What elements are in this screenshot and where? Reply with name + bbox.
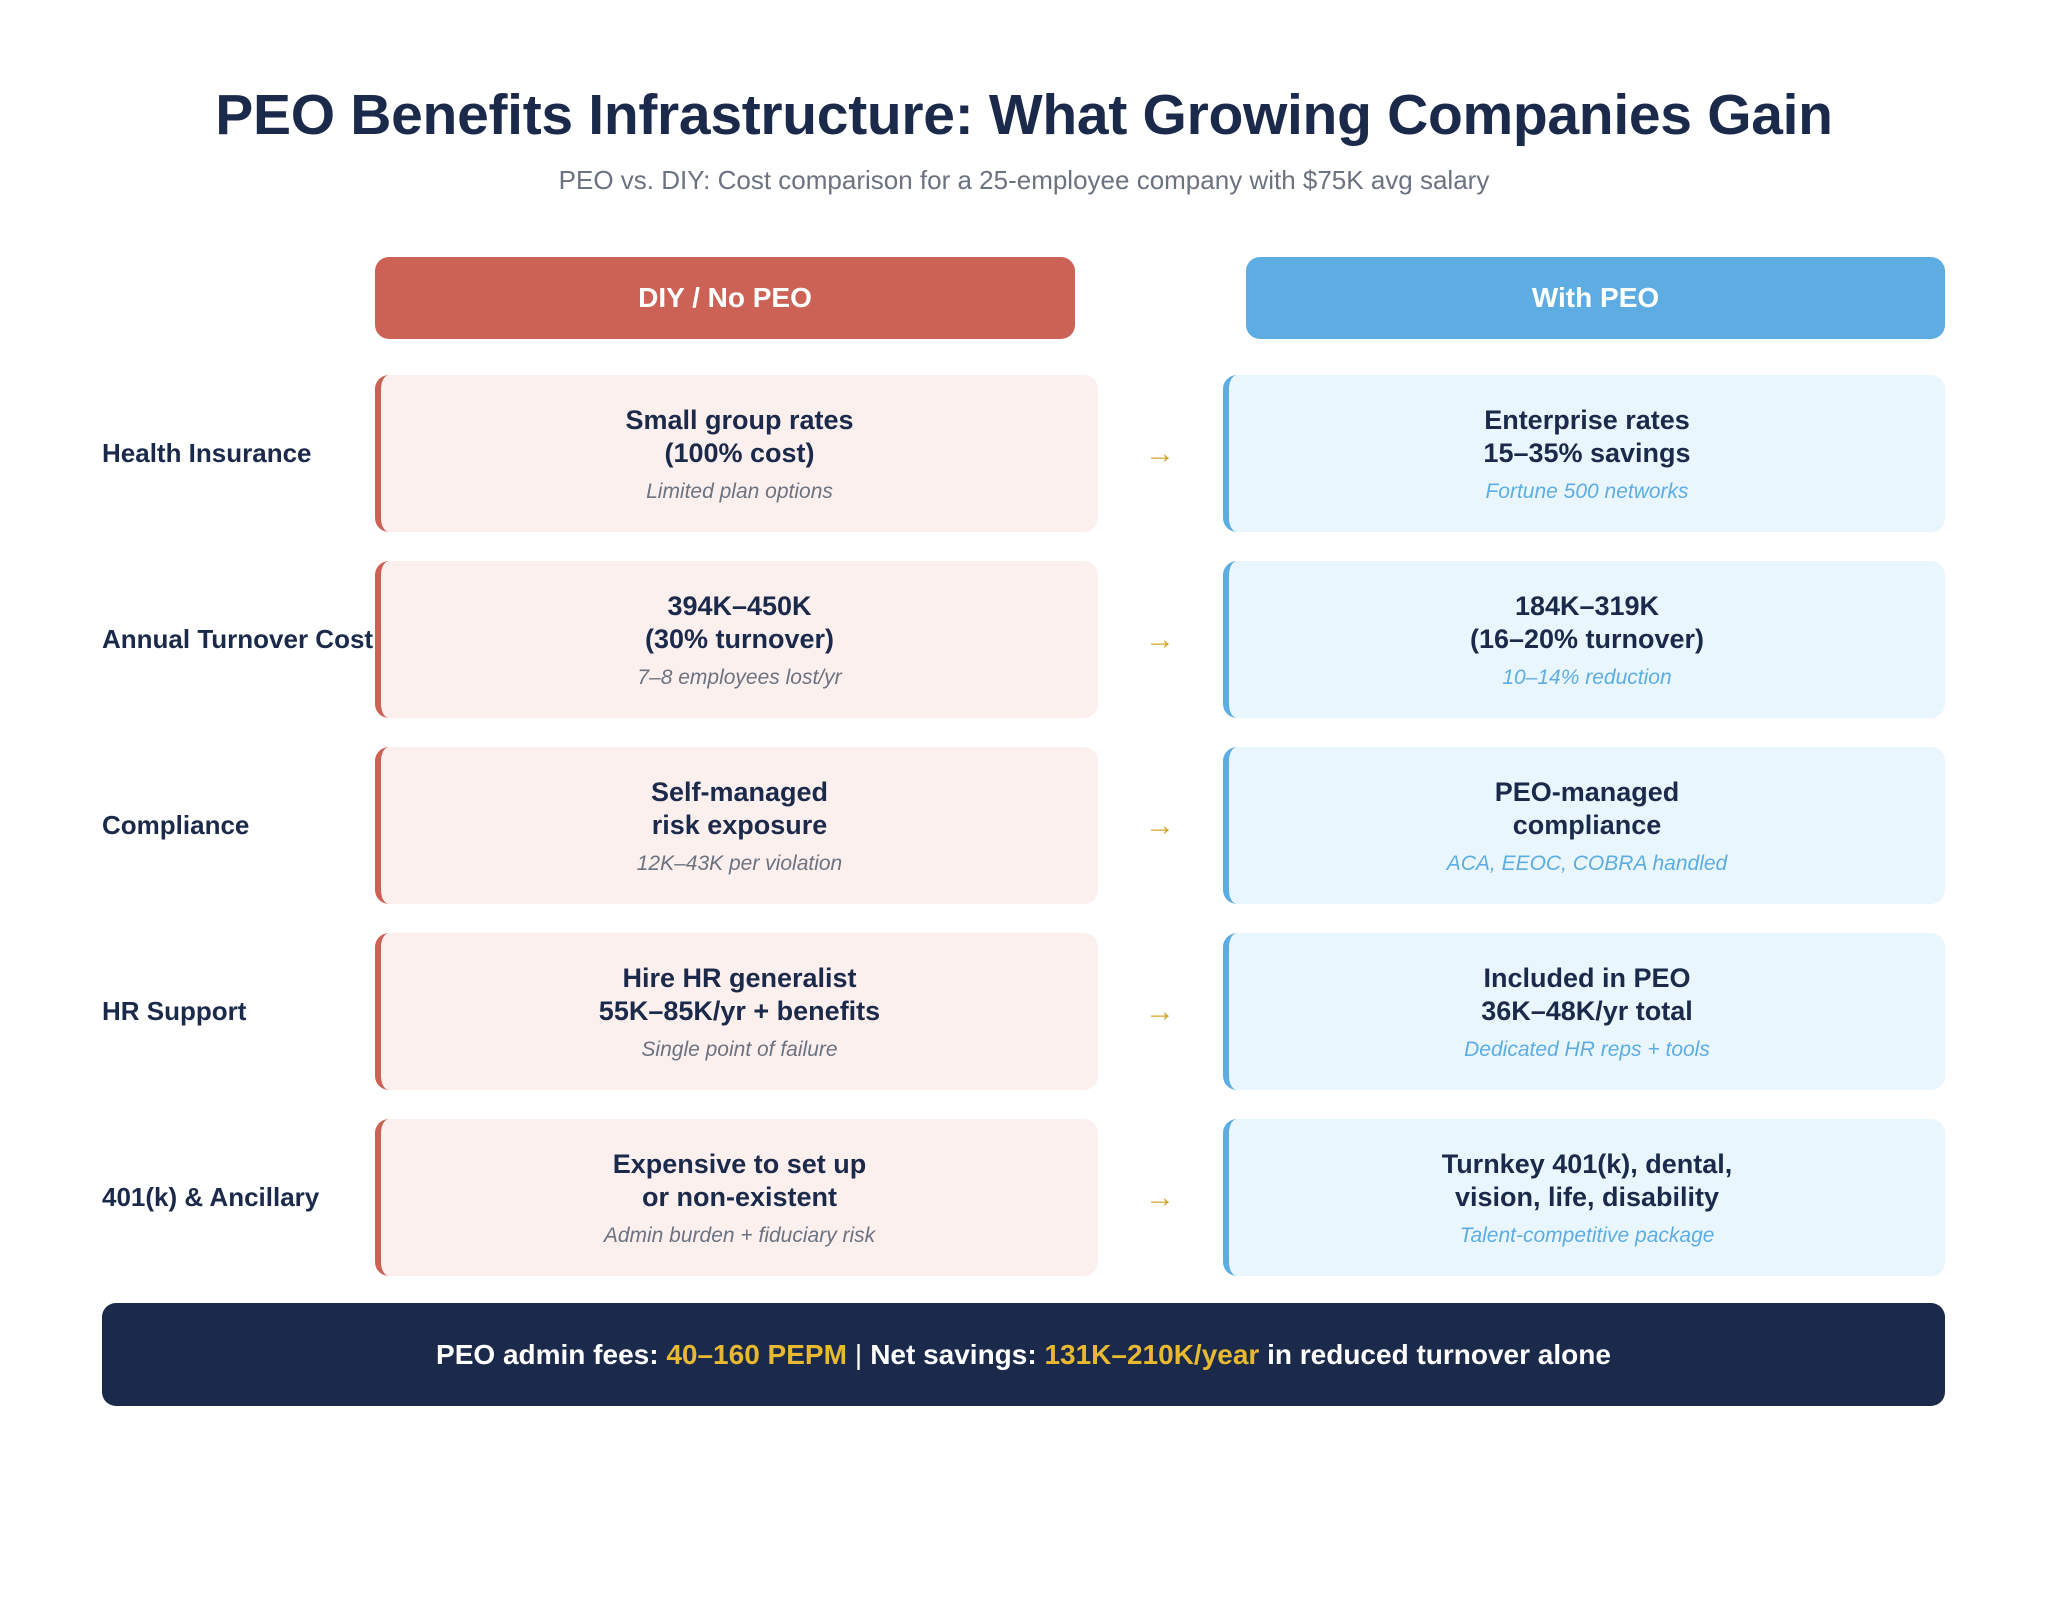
savings-suffix: in reduced turnover alone (1259, 1338, 1611, 1370)
row-label-compliance: Compliance (102, 810, 250, 840)
card-note: 10–14% reduction (1502, 665, 1672, 689)
right-arrow-icon: → (1145, 994, 1175, 1028)
right-arrow-icon: → (1145, 436, 1175, 470)
peo-card-compliance: PEO-managed compliance ACA, EEOC, COBRA … (1223, 747, 1945, 904)
card-main-line-2: risk exposure (651, 809, 828, 840)
card-main-line-1: Hire HR generalist (622, 962, 857, 993)
card-main-line-1: Enterprise rates (1484, 404, 1690, 435)
separator: | (854, 1338, 863, 1370)
card-main-line-1: Self-managed (650, 776, 829, 807)
admin-fees-value: 40–160 PEPM (666, 1338, 847, 1370)
card-main-line-1: 184K–319K (1514, 590, 1660, 621)
card-main-line-1: PEO-managed (1494, 776, 1680, 807)
card-note: Fortune 500 networks (1485, 479, 1689, 503)
card-main-line-1: 394K–450K (667, 590, 812, 621)
card-note: 7–8 employees lost/yr (637, 665, 842, 689)
card-main-line-1: Small group rates (625, 404, 854, 435)
row-label-health-insurance: Health Insurance (102, 438, 312, 468)
card-main-line-2: 55K–85K/yr + benefits (598, 995, 881, 1026)
card-main-line-2: (30% turnover) (644, 623, 835, 654)
card-main-line-2: or non-existent (641, 1181, 837, 1212)
column-header-diy: DIY / No PEO (375, 257, 1075, 339)
row-label-401k-ancillary: 401(k) & Ancillary (102, 1182, 320, 1212)
card-main-line-1: Turnkey 401(k), dental, (1441, 1148, 1733, 1179)
net-savings-value: 131K–210K/year (1044, 1338, 1260, 1370)
diy-card-health-insurance: Small group rates (100% cost) Limited pl… (375, 375, 1098, 532)
column-header-peo: With PEO (1246, 257, 1945, 339)
card-note: Single point of failure (641, 1037, 838, 1061)
peo-card-health-insurance: Enterprise rates 15–35% savings Fortune … (1223, 375, 1945, 532)
card-note: Dedicated HR reps + tools (1464, 1037, 1710, 1061)
card-main-line-2: (100% cost) (664, 437, 815, 468)
diy-card-hr-support: Hire HR generalist 55K–85K/yr + benefits… (375, 933, 1098, 1090)
card-main-line-2: 36K–48K/yr total (1481, 995, 1693, 1026)
diy-card-annual-turnover-cost: 394K–450K (30% turnover) 7–8 employees l… (375, 561, 1098, 718)
card-note: Talent-competitive package (1459, 1223, 1715, 1247)
page-title: PEO Benefits Infrastructure: What Growin… (215, 83, 1833, 147)
card-note: 12K–43K per violation (636, 851, 843, 875)
right-arrow-icon: → (1145, 808, 1175, 842)
card-note: Admin burden + fiduciary risk (603, 1223, 876, 1247)
peo-card-hr-support: Included in PEO 36K–48K/yr total Dedicat… (1223, 933, 1945, 1090)
card-main-line-2: compliance (1512, 809, 1662, 840)
card-note: ACA, EEOC, COBRA handled (1446, 851, 1728, 875)
diy-card-401k-ancillary: Expensive to set up or non-existent Admi… (375, 1119, 1098, 1276)
diy-card-compliance: Self-managed risk exposure 12K–43K per v… (375, 747, 1098, 904)
right-arrow-icon: → (1145, 1180, 1175, 1214)
page-subtitle: PEO vs. DIY: Cost comparison for a 25-em… (558, 165, 1490, 195)
card-main-line-1: Included in PEO (1483, 962, 1691, 993)
card-main-line-2: (16–20% turnover) (1469, 623, 1705, 654)
row-label-annual-turnover-cost: Annual Turnover Cost (102, 624, 374, 654)
card-note: Limited plan options (646, 479, 833, 503)
card-main-line-1: Expensive to set up (612, 1148, 867, 1179)
card-main-line-2: vision, life, disability (1454, 1181, 1720, 1212)
peo-card-401k-ancillary: Turnkey 401(k), dental, vision, life, di… (1223, 1119, 1945, 1276)
summary-banner: PEO admin fees: 40–160 PEPM | Net saving… (102, 1303, 1945, 1406)
row-label-hr-support: HR Support (102, 996, 247, 1026)
right-arrow-icon: → (1145, 622, 1175, 656)
admin-fees-label: PEO admin fees: (436, 1338, 667, 1370)
card-main-line-2: 15–35% savings (1483, 437, 1691, 468)
peo-card-annual-turnover-cost: 184K–319K (16–20% turnover) 10–14% reduc… (1223, 561, 1945, 718)
net-savings-label: Net savings: (870, 1338, 1045, 1370)
